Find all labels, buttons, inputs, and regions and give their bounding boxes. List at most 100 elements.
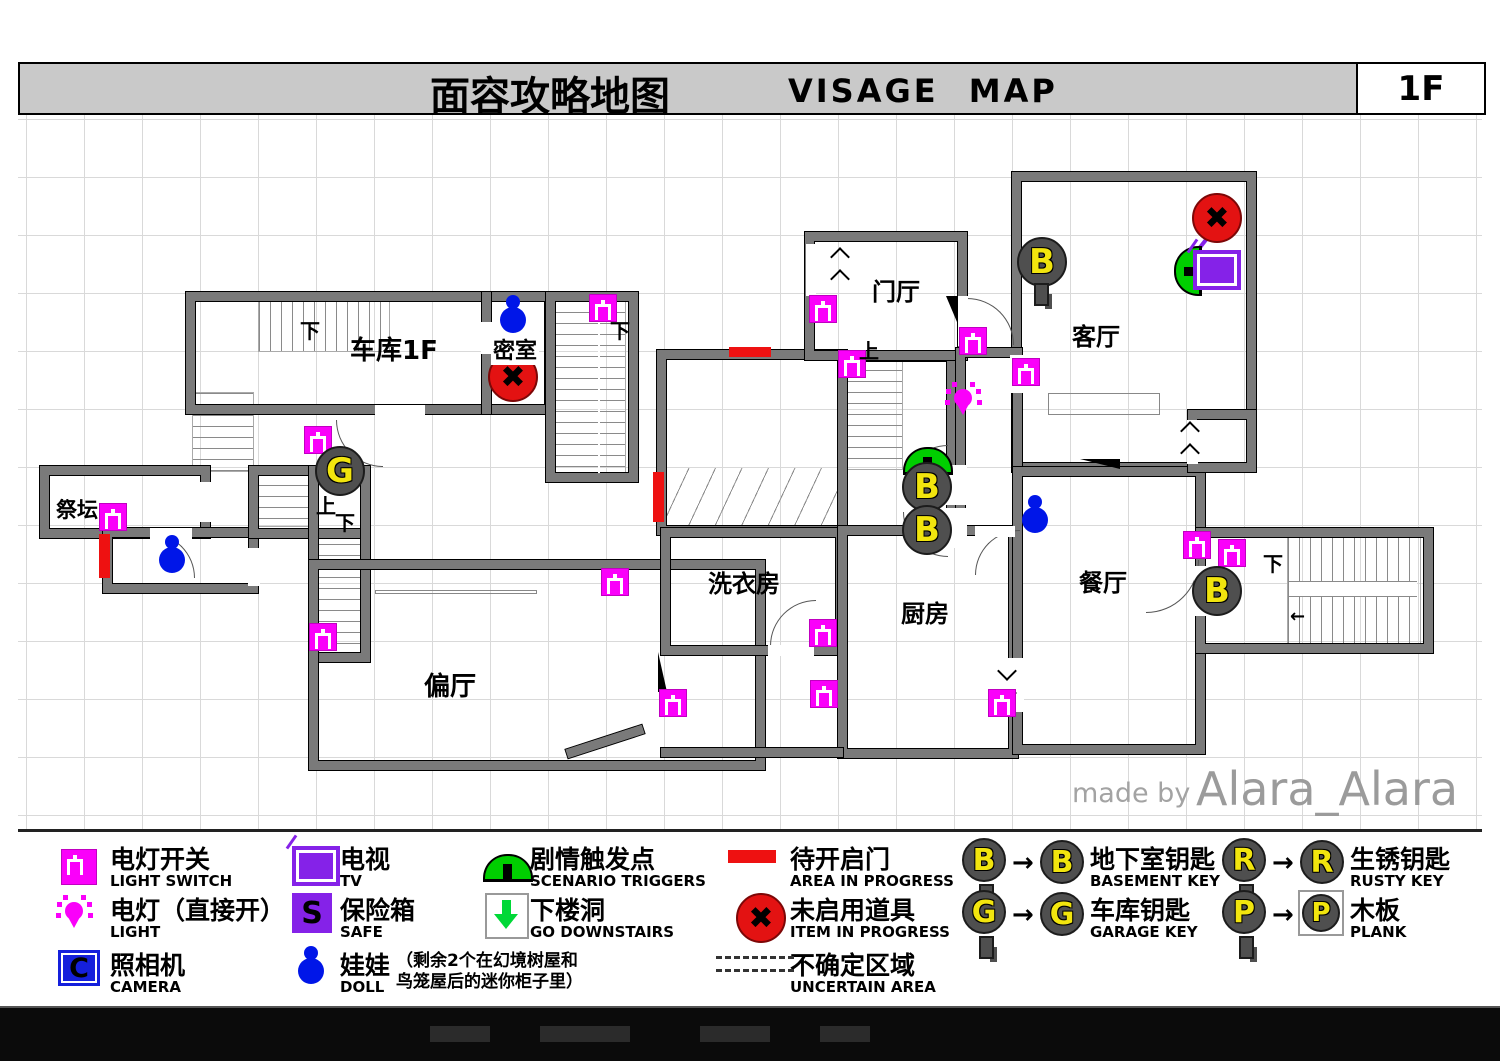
light-switch-marker [310,624,336,650]
light-switch-marker [810,620,836,646]
b-key-use-marker: B [1192,566,1242,616]
room-label-living: 客厅 [1072,323,1120,351]
light-switch-marker [100,504,126,530]
door-to-open-marker [653,472,664,522]
uncertain-area-icon [716,956,794,972]
legend-zh: 娃娃 [340,951,391,980]
legend-en: TV [340,872,362,890]
light-switch-marker [602,569,628,595]
light-switch-marker [989,690,1015,716]
doll-marker [157,535,187,577]
room-wall [1187,409,1257,473]
door-gap [150,528,192,539]
watermark-author: Alara_Alara [1196,762,1459,816]
legend-en: SAFE [340,923,383,941]
legend-zh: 下楼洞 [530,896,606,925]
legend-en: ITEM IN PROGRESS [790,923,950,941]
light-switch-marker [1219,540,1245,566]
door-to-open-marker [729,347,771,357]
doll-marker [498,295,528,337]
room-label-altar: 祭坛 [56,498,98,522]
plank-pickup-icon: P [1222,890,1266,959]
door-gap [481,322,492,354]
legend-zh: 剧情触发点 [530,845,656,874]
light-switch-marker [810,296,836,322]
door-gap [975,526,1015,537]
basement-key-use-icon: B [1040,840,1084,884]
room-label-secret: 密室 [491,333,540,365]
rusty-key-use-icon: R [1300,840,1344,884]
wall-segment [660,747,844,758]
legend-en: PLANK [1350,923,1407,941]
watermark-prefix: made by [1072,778,1191,809]
legend-zh: 保险箱 [340,896,416,925]
title-bar [18,62,1482,115]
door-gap [958,296,968,346]
legend-zh: 生锈钥匙 [1350,845,1451,874]
page-title-en: VISAGE MAP [788,72,1058,110]
legend-note: （剩余2个在幻境树屋和 鸟笼屋后的迷你柜子里） [396,951,583,993]
light-switch-marker [811,681,837,707]
door-gap [768,645,814,656]
legend-en: AREA IN PROGRESS [790,872,954,890]
stair-arrow: ← [1290,606,1306,627]
door-wedge [1080,459,1120,469]
stair-direction-label: 下 [1263,552,1283,576]
room-wall [656,349,848,536]
bottom-bar-mark [820,1026,870,1042]
legend-zh: 照相机 [110,951,186,980]
garage-key-pickup-icon: G [962,890,1006,959]
light-switch-marker [1184,532,1210,558]
page-title-zh: 面容攻略地图 [430,74,670,120]
stairs [258,298,390,352]
door-gap [375,405,425,416]
legend-zh: 地下室钥匙 [1090,845,1216,874]
arrow-icon: → [1272,900,1294,930]
room-label-laundry: 洗衣房 [708,570,780,598]
light-marker [945,380,981,420]
room-wall [308,559,766,771]
stair-direction-label: 下 [300,319,320,343]
door-gap [248,548,260,586]
legend-en: LIGHT [110,923,161,941]
scenario-trigger-icon [483,854,533,882]
go-downstairs-icon [485,893,529,939]
basement-key-pickup-icon: B [962,838,1006,907]
light-switch-marker [1013,359,1039,385]
stairs [255,473,309,527]
tv-marker [1193,250,1241,290]
doll-marker [1020,495,1050,537]
stair-direction-label: 上 [859,339,879,363]
camera-icon: C [58,950,100,986]
doll-icon [296,946,326,988]
stair-rail [598,302,600,474]
b-key-use-marker: B [902,505,952,555]
legend-en: RUSTY KEY [1350,872,1444,890]
legend-zh: 不确定区域 [790,951,916,980]
door-to-open-marker [99,534,110,578]
stair-direction-label: 上 [316,494,336,518]
bottom-bar-mark [430,1026,490,1042]
arrow-icon: → [1012,848,1034,878]
bottom-separator [0,1006,1500,1008]
b-key-pickup-marker: B [1017,237,1067,306]
wall-thin-line [375,590,537,594]
garage-key-use-icon: G [1040,892,1084,936]
legend-en: SCENARIO TRIGGERS [530,872,706,890]
stair-direction-label: 下 [335,511,355,535]
door-to-open-icon [728,850,776,863]
stair-handrail [1289,581,1417,597]
legend-zh: 车库钥匙 [1090,896,1191,925]
door-gap [200,482,212,522]
stair-direction-label: 下 [610,319,630,343]
legend-zh: 待开启门 [790,845,891,874]
bottom-bar-mark [540,1026,630,1042]
legend-zh: 未启用道具 [790,896,916,925]
legend-en: CAMERA [110,978,181,996]
legend-en: LIGHT SWITCH [110,872,233,890]
rusty-key-pickup-icon: R [1222,838,1266,907]
legend-zh: 电灯（直接开） [110,896,286,925]
safe-icon: S [292,893,332,933]
legend-zh: 木板 [1350,896,1401,925]
